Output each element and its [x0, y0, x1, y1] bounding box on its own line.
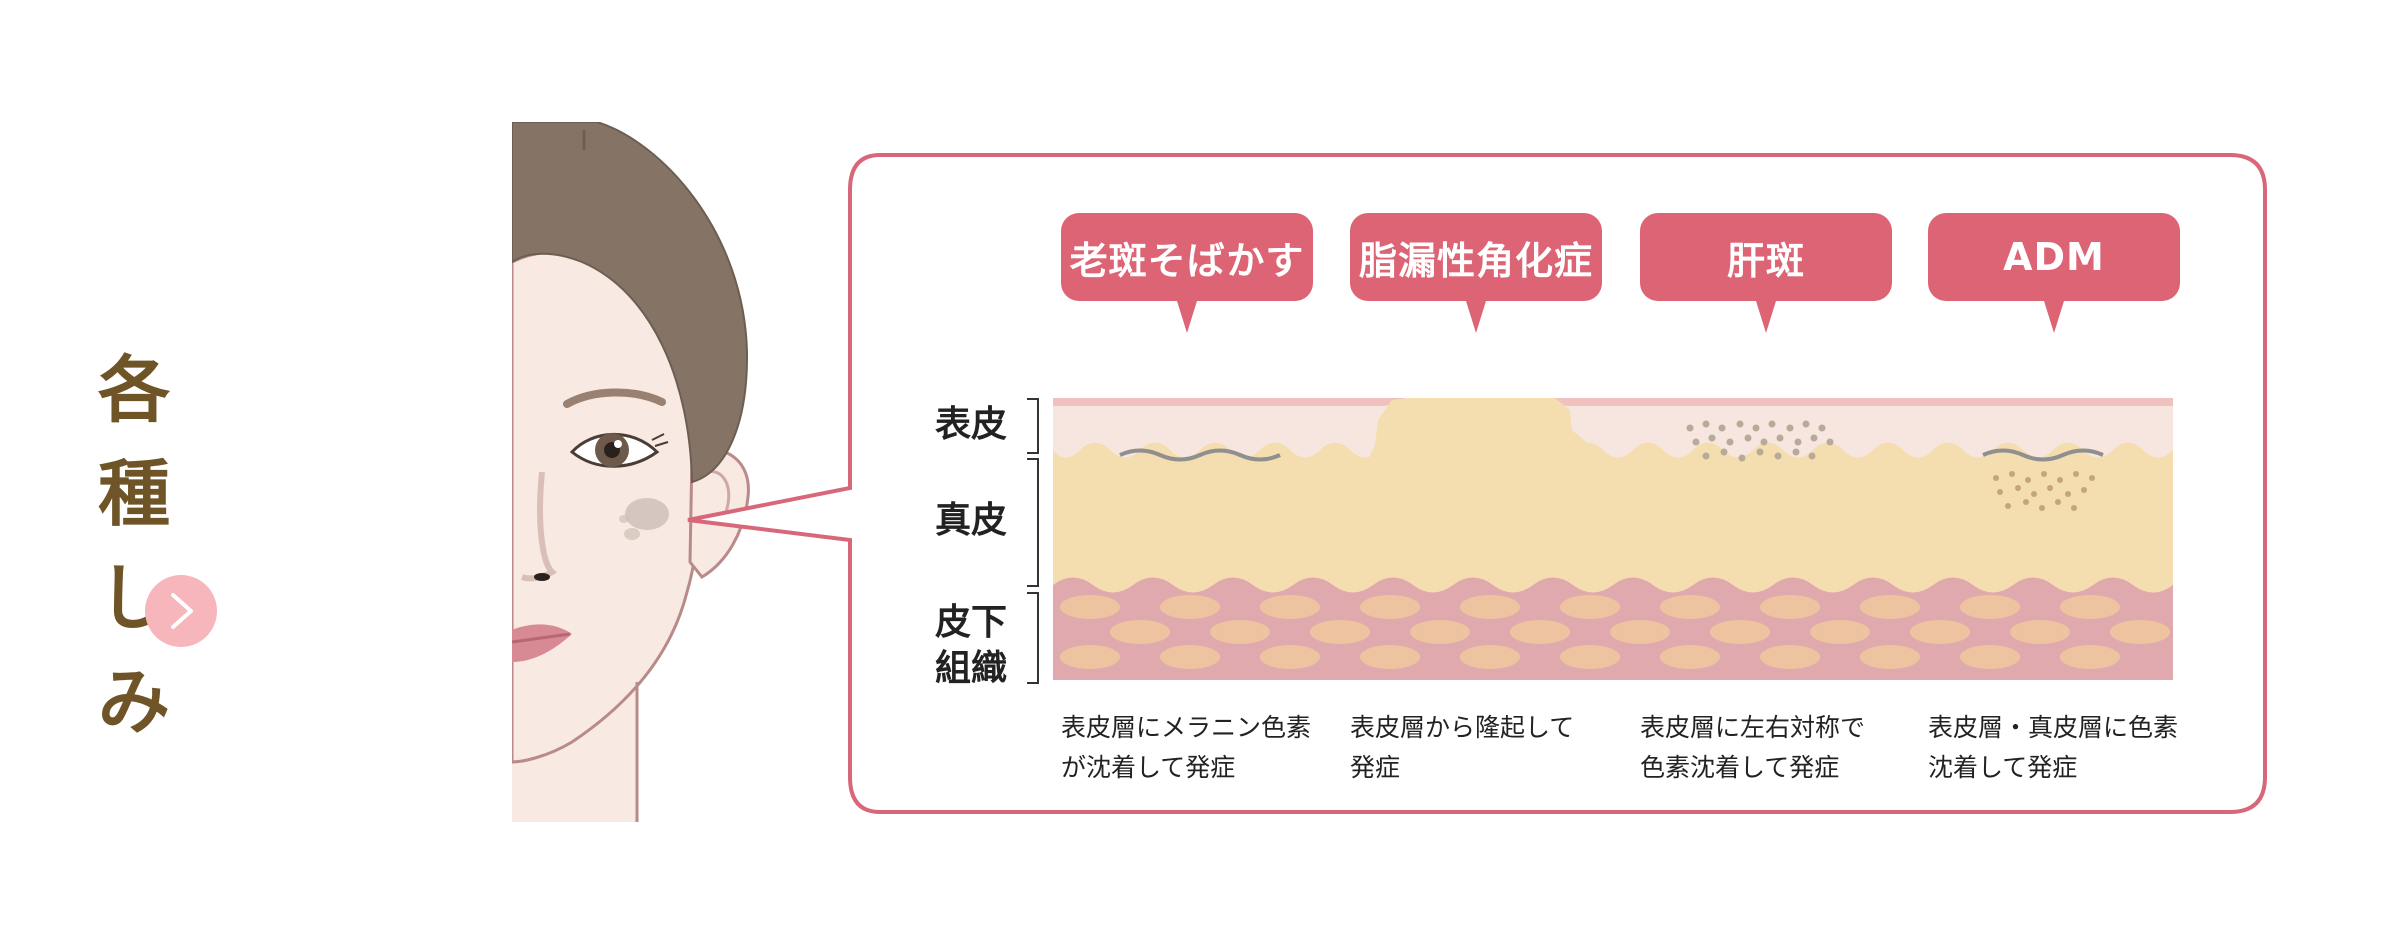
- label-senile-freckle: 老斑そばかす: [1061, 213, 1313, 333]
- epidermis-layer: [1053, 398, 2173, 458]
- nose: [520, 471, 557, 582]
- label-adm: ADM: [1928, 213, 2180, 333]
- label-melasma: 肝斑: [1640, 213, 1892, 333]
- layer-label-epidermis: 表皮: [935, 404, 1008, 445]
- description-line: 発症: [1350, 753, 1401, 782]
- description-adm: 表皮層・真皮層に色素 沈着して発症: [1928, 708, 2218, 788]
- bracket-subcutis: [1027, 592, 1039, 684]
- section-title-line1: 各種: [98, 348, 185, 536]
- pigment-dots-melasma: [1686, 420, 1834, 462]
- layer-label-subcutis-line2: 組織: [935, 648, 1008, 689]
- description-line: 表皮層から隆起して: [1350, 713, 1575, 742]
- melanin-line-4: [1982, 448, 2104, 462]
- description-line: 表皮層に左右対称で: [1640, 713, 1866, 742]
- next-button[interactable]: [145, 575, 217, 647]
- fat-cells: [1060, 595, 2170, 669]
- hair: [512, 122, 749, 484]
- description-line: が沈着して発症: [1061, 753, 1236, 782]
- chevron-right-icon: [171, 593, 193, 629]
- pigment-dots-adm: [1993, 471, 2095, 511]
- face-illustration: [512, 122, 750, 822]
- description-line: 表皮層にメラニン色素: [1061, 713, 1312, 742]
- bracket-epidermis: [1027, 398, 1039, 454]
- description-seborrheic-keratosis: 表皮層から隆起して 発症: [1350, 708, 1640, 788]
- lips: [512, 624, 572, 662]
- description-line: 沈着して発症: [1928, 753, 2078, 782]
- eyebrow: [563, 388, 666, 408]
- bracket-dermis: [1027, 458, 1039, 587]
- layer-label-dermis: 真皮: [935, 500, 1008, 541]
- description-line: 色素沈着して発症: [1640, 753, 1840, 782]
- description-line: 表皮層・真皮層に色素: [1928, 713, 2179, 742]
- description-senile-freckle: 表皮層にメラニン色素 が沈着して発症: [1061, 708, 1351, 788]
- description-melasma: 表皮層に左右対称で 色素沈着して発症: [1640, 708, 1930, 788]
- spot-mark: [625, 498, 669, 530]
- keratosis-mass: [1365, 398, 1590, 472]
- melanin-line-1: [1119, 448, 1281, 462]
- layer-label-subcutis: 皮下 組織: [935, 600, 1025, 692]
- label-seborrheic-keratosis: 脂漏性角化症: [1350, 213, 1602, 333]
- dermis-layer: [1053, 440, 2173, 593]
- layer-label-subcutis-line1: 皮下: [935, 602, 1008, 643]
